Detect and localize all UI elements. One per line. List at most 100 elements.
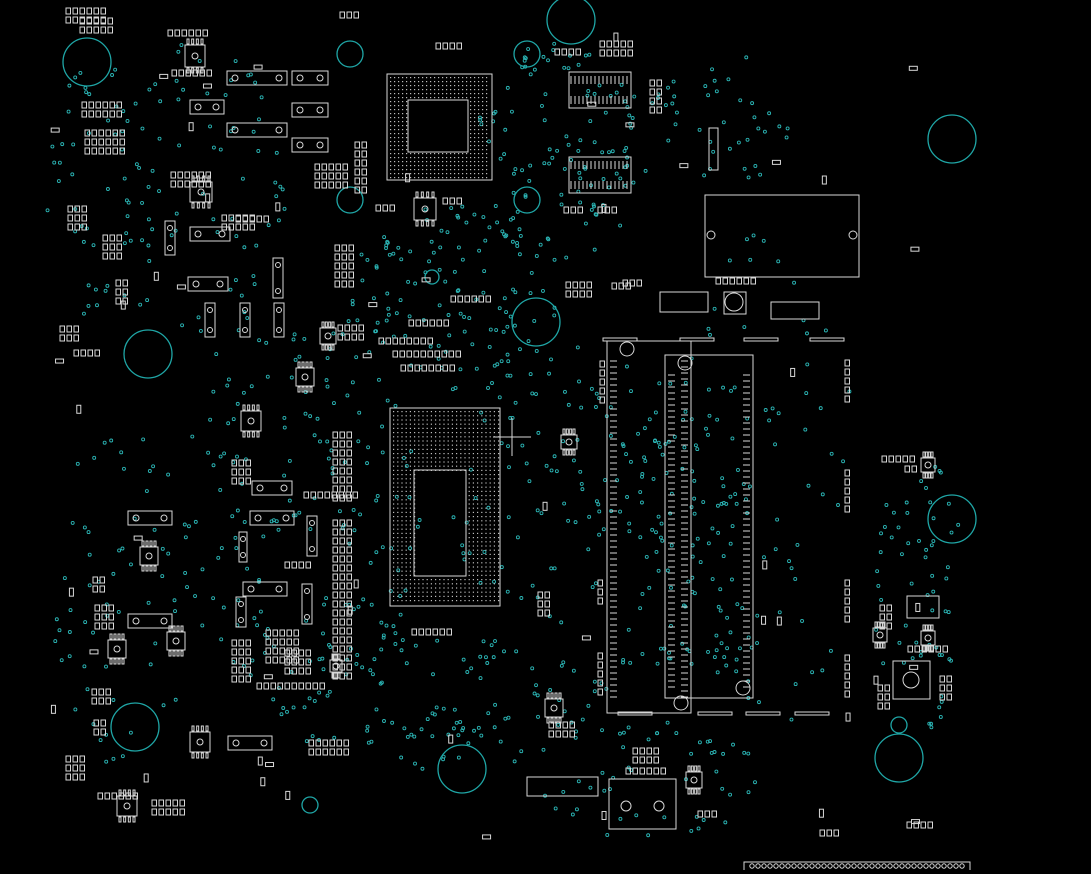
via [391, 251, 396, 256]
via [303, 411, 308, 416]
via [45, 208, 50, 213]
ic-footprint [544, 692, 564, 724]
via [302, 336, 307, 341]
via [251, 274, 256, 279]
via [562, 501, 567, 506]
via [211, 145, 216, 150]
via [583, 53, 588, 58]
via [350, 380, 355, 385]
mounting-hole [123, 329, 173, 379]
via [481, 639, 486, 644]
pad-array [881, 455, 915, 463]
via [473, 496, 478, 501]
slot-latch-pad [809, 337, 845, 342]
via [562, 709, 567, 714]
pad-array [231, 459, 251, 485]
via [600, 728, 604, 733]
via [436, 343, 441, 348]
via [535, 693, 540, 698]
via [513, 167, 518, 172]
edge-connector-outline [743, 861, 971, 870]
via [231, 417, 236, 422]
via [351, 607, 356, 612]
via [505, 85, 510, 90]
edge-connector-pin [887, 863, 893, 869]
via [527, 178, 532, 183]
via [692, 478, 697, 483]
via [481, 215, 486, 220]
pad-array [256, 682, 325, 690]
smd-pad [55, 358, 65, 364]
ic-footprint [184, 38, 206, 74]
via [914, 640, 919, 645]
via [437, 303, 442, 308]
via [153, 82, 158, 87]
via [200, 623, 205, 628]
via [393, 642, 398, 646]
via [276, 218, 281, 223]
via [287, 458, 292, 463]
via [917, 538, 921, 543]
edge-connector-pin [905, 863, 911, 869]
via [346, 319, 351, 324]
pad-array [599, 360, 605, 404]
smd-pad [910, 819, 920, 825]
pad-array [334, 244, 354, 288]
via [763, 408, 768, 412]
via [493, 109, 498, 114]
via [592, 204, 596, 209]
smd-pad [202, 83, 212, 89]
via [746, 175, 751, 180]
via [587, 52, 592, 57]
smd-pad [176, 284, 186, 290]
via [464, 520, 469, 525]
via [594, 499, 599, 504]
via [274, 194, 279, 199]
via [566, 142, 571, 147]
via [500, 229, 505, 234]
via [493, 204, 498, 208]
via [689, 828, 694, 833]
via [70, 172, 75, 177]
via [547, 147, 552, 152]
via [446, 313, 451, 317]
via [152, 527, 157, 532]
via [646, 737, 651, 742]
via [530, 583, 535, 588]
via [795, 542, 800, 547]
passive-component [306, 515, 318, 557]
via [460, 257, 465, 262]
via [592, 247, 597, 252]
pad-array [411, 628, 452, 636]
via [614, 90, 619, 95]
via [417, 518, 422, 522]
via [261, 534, 266, 539]
via [588, 785, 593, 790]
via [566, 518, 571, 523]
via [488, 327, 493, 332]
via [486, 505, 491, 510]
via [715, 670, 720, 675]
via [137, 165, 141, 170]
via [242, 245, 247, 250]
smd-pad [257, 756, 263, 766]
via [109, 438, 114, 443]
passive-component [187, 276, 229, 292]
via [329, 448, 334, 453]
via [215, 230, 220, 235]
via [428, 344, 433, 349]
via [125, 214, 130, 219]
via [479, 122, 484, 127]
via [600, 150, 605, 155]
via [620, 442, 625, 447]
passive-component [301, 583, 313, 625]
via [720, 786, 725, 791]
via [879, 597, 884, 602]
via [174, 78, 179, 83]
via [506, 444, 510, 449]
via [544, 463, 549, 468]
via [583, 221, 588, 226]
via [282, 415, 287, 420]
smd-pad [368, 302, 378, 308]
via [929, 725, 934, 730]
